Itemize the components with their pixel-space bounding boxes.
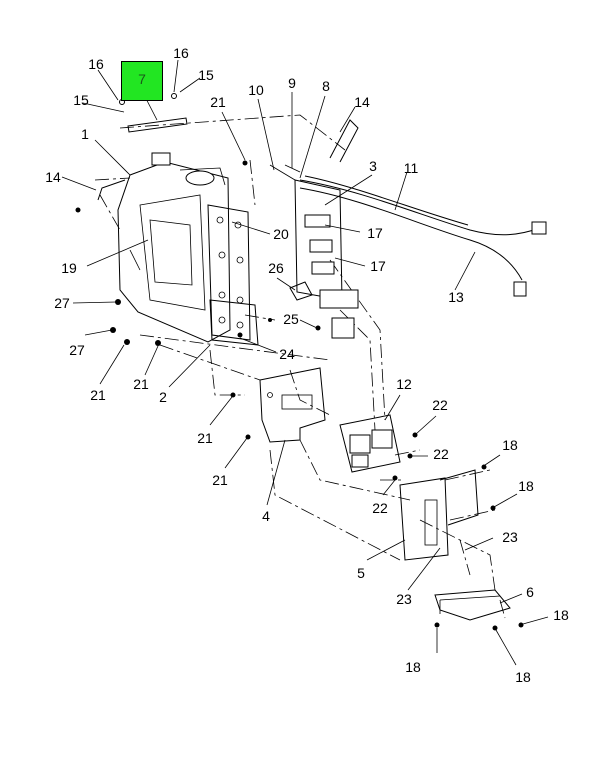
callout-21: 21 xyxy=(210,94,226,110)
callout-12: 12 xyxy=(396,376,412,392)
callout-18: 18 xyxy=(502,437,518,453)
callout-17: 17 xyxy=(370,258,386,274)
callout-22: 22 xyxy=(432,397,448,413)
callout-13: 13 xyxy=(448,289,464,305)
callout-1: 1 xyxy=(81,126,89,142)
callout-18: 18 xyxy=(515,669,531,685)
callout-23: 23 xyxy=(502,529,518,545)
part-4-bracket xyxy=(259,367,326,443)
callout-21: 21 xyxy=(212,472,228,488)
callout-24: 24 xyxy=(279,346,295,362)
callout-14: 14 xyxy=(354,94,370,110)
part-1-tank xyxy=(117,152,231,343)
callout-11: 11 xyxy=(403,160,419,176)
callout-22: 22 xyxy=(433,446,449,462)
part-6-tray xyxy=(434,589,511,621)
callout-4: 4 xyxy=(262,508,270,524)
callout-22: 22 xyxy=(372,500,388,516)
part-14-rods xyxy=(97,119,359,201)
callout-25: 25 xyxy=(283,311,299,327)
callout-27: 27 xyxy=(54,295,70,311)
part-7-highlight-box[interactable]: 7 xyxy=(121,61,163,101)
part-3-17-connectors xyxy=(269,164,359,339)
callout-18: 18 xyxy=(518,478,534,494)
callout-27: 27 xyxy=(69,342,85,358)
callout-18: 18 xyxy=(405,659,421,675)
callout-3: 3 xyxy=(369,158,377,174)
callout-10: 10 xyxy=(248,82,264,98)
callout-8: 8 xyxy=(322,78,330,94)
callout-16: 16 xyxy=(88,56,104,72)
callout-21: 21 xyxy=(90,387,106,403)
callout-9: 9 xyxy=(288,75,296,91)
callout-5: 5 xyxy=(357,565,365,581)
callout-20: 20 xyxy=(273,226,289,242)
callout-17: 17 xyxy=(367,225,383,241)
part-12-module xyxy=(339,414,401,473)
callout-18: 18 xyxy=(553,607,569,623)
fasteners xyxy=(75,160,524,631)
callout-2: 2 xyxy=(159,389,167,405)
callout-21: 21 xyxy=(133,376,149,392)
part-5-panel xyxy=(399,469,479,561)
part-7-strap xyxy=(119,93,188,133)
phantom-lines xyxy=(94,114,506,619)
part-11-13-harness xyxy=(299,175,547,297)
callout-14: 14 xyxy=(45,169,61,185)
leader-lines xyxy=(61,59,549,666)
callout-23: 23 xyxy=(396,591,412,607)
callout-15: 15 xyxy=(73,92,89,108)
callout-26: 26 xyxy=(268,260,284,276)
callout-21: 21 xyxy=(197,430,213,446)
callout-6: 6 xyxy=(526,584,534,600)
callout-19: 19 xyxy=(61,260,77,276)
part-26-clip xyxy=(289,281,313,301)
callout-16: 16 xyxy=(173,45,189,61)
callout-15: 15 xyxy=(198,67,214,83)
part-19-plate xyxy=(207,204,251,341)
part-7-callout: 7 xyxy=(138,71,146,87)
